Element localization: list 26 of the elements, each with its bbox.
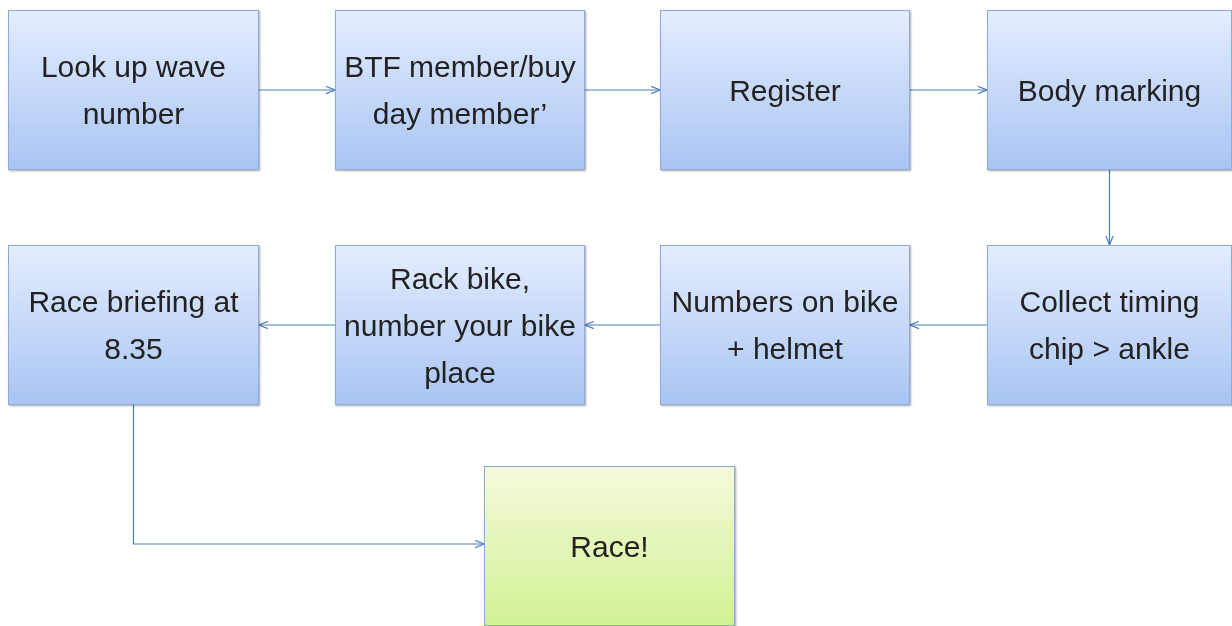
box-label: Rack bike, number your bike place (343, 260, 577, 391)
arrow (258, 320, 336, 330)
arrow (909, 320, 988, 330)
box-label: Race! (570, 528, 649, 565)
box-label: Race briefing at 8.35 (27, 284, 240, 367)
arrow (584, 85, 661, 95)
process-box (335, 245, 585, 405)
end-box (484, 466, 735, 626)
process-box (987, 245, 1232, 405)
process-box (660, 245, 910, 405)
process-box (335, 10, 585, 170)
box-label: BTF member/buy day member’ (343, 49, 577, 132)
box-label: Look up wave number (39, 49, 228, 132)
process-box (987, 10, 1232, 170)
arrow (258, 85, 336, 95)
box-label: Register (729, 72, 841, 109)
arrow (584, 320, 661, 330)
process-box (8, 10, 259, 170)
process-box (8, 245, 259, 405)
arrow (1105, 169, 1114, 246)
box-label: Collect timing chip > ankle (1018, 284, 1201, 367)
process-box (660, 10, 910, 170)
arrow (132, 404, 485, 549)
box-label: Numbers on bike + helmet (670, 284, 900, 367)
arrow (909, 85, 988, 95)
box-label: Body marking (1017, 72, 1202, 109)
